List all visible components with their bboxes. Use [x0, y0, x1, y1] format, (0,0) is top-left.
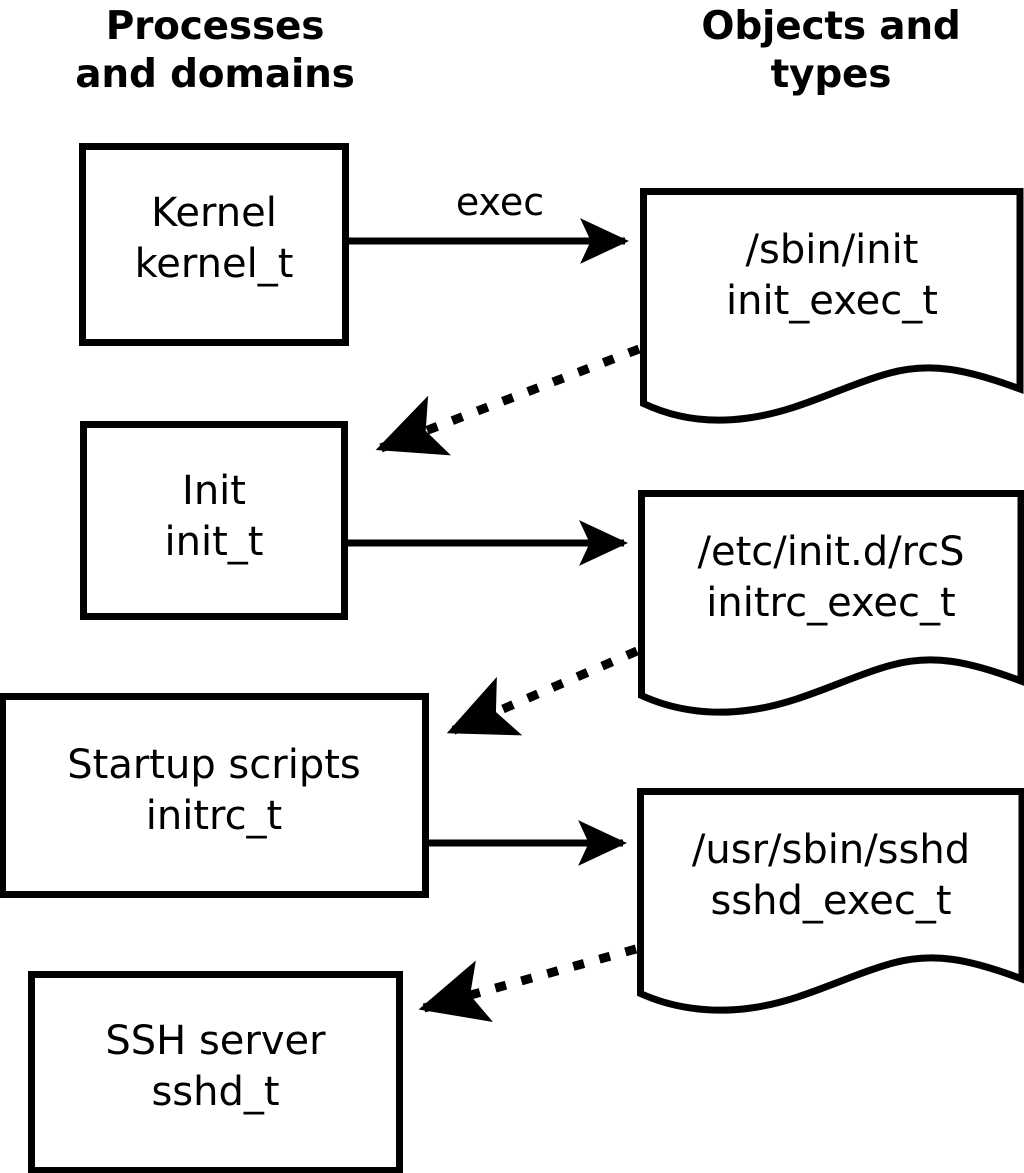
- object-node-initrc-exec-label: /etc/init.d/rcS initrc_exec_t: [697, 529, 965, 626]
- column-heading-objects: Objects and types: [701, 4, 961, 97]
- process-node-kernel-label: Kernel kernel_t: [134, 190, 294, 287]
- process-node-sshd-label: SSH server sshd_t: [105, 1018, 326, 1115]
- process-node-initrc[interactable]: [0, 693, 429, 898]
- object-node-initrc-exec[interactable]: [638, 490, 1024, 716]
- object-node-init-exec-label: /sbin/init init_exec_t: [726, 227, 938, 324]
- edge-initrc-exec-to-initrc: [446, 646, 639, 736]
- edge-label-exec: exec: [455, 180, 545, 224]
- edge-init-exec-to-init: [375, 344, 641, 456]
- process-node-initrc-label: Startup scripts initrc_t: [67, 742, 361, 839]
- process-node-sshd[interactable]: [28, 971, 403, 1173]
- process-node-kernel[interactable]: [79, 143, 349, 346]
- column-heading-processes: Processes and domains: [75, 4, 355, 97]
- process-node-init[interactable]: [80, 421, 348, 620]
- object-node-sshd-exec-label: /usr/sbin/sshd sshd_exec_t: [691, 827, 971, 924]
- process-node-init-label: Init init_t: [164, 468, 264, 565]
- edge-sshd-exec-to-sshd: [418, 944, 638, 1022]
- object-node-sshd-exec[interactable]: [637, 788, 1024, 1014]
- object-node-init-exec[interactable]: [640, 188, 1024, 424]
